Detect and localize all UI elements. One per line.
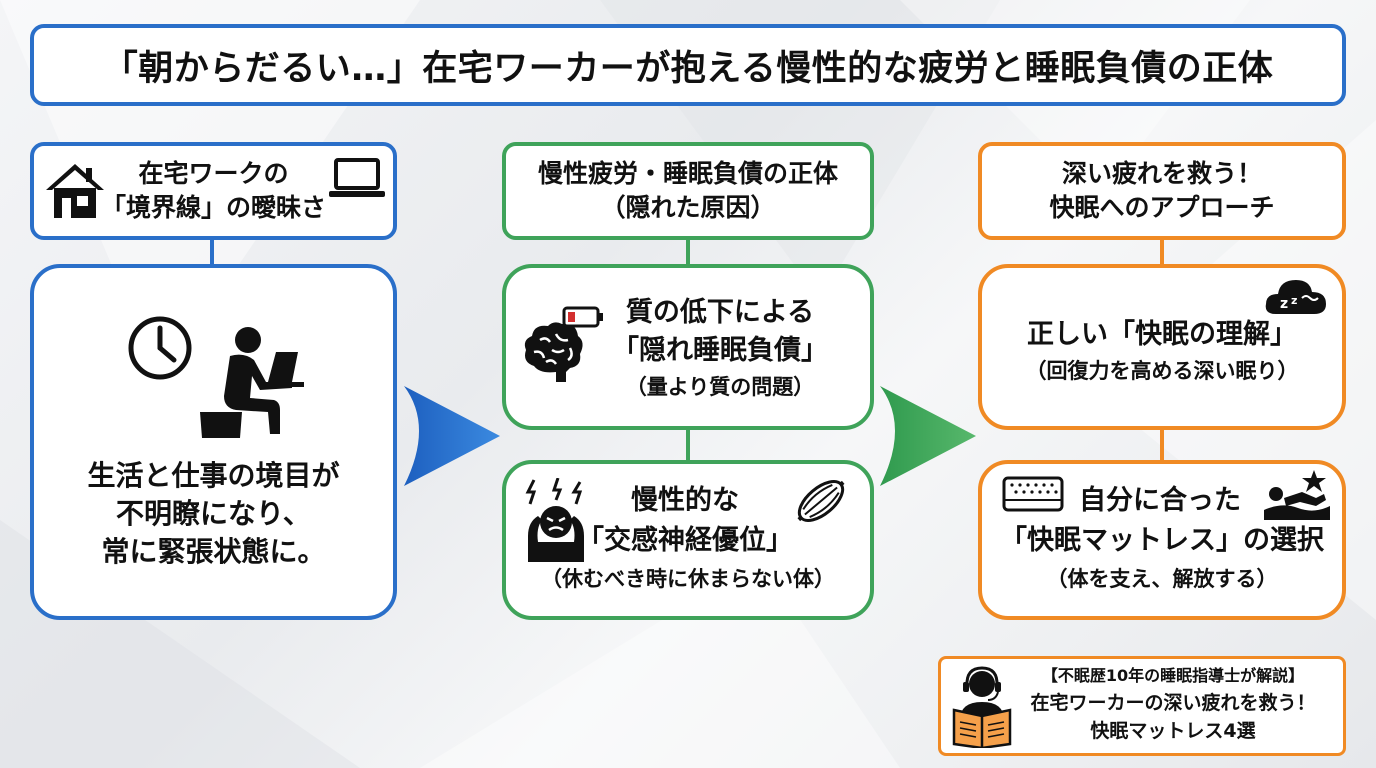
footer-box [938,656,1346,756]
col1-card-line3: 常に緊張状態に。 [101,535,326,568]
col3-card1-line1: 正しい「快眠の理解」 [1027,319,1297,350]
page-title: 「朝からだるい…」在宅ワーカーが抱える慢性的な疲労と睡眠負債の正体 [102,48,1274,89]
title-banner: 「朝からだるい…」在宅ワーカーが抱える慢性的な疲労と睡眠負債の正体 [30,24,1346,106]
col1-header-line1: 在宅ワークの [138,159,289,188]
col3-header-line2: 快眠へのアプローチ [1049,193,1275,222]
svg-text:z: z [1291,294,1297,307]
brain-icon [520,318,586,384]
col1-card-line2: 不明瞭になり、 [116,497,311,530]
svg-text:z: z [1280,296,1288,312]
connector-col1 [210,238,214,268]
sleep-cloud-icon: z z [1264,276,1328,316]
col3-card1-line2: （回復力を高める深い眠り） [1025,359,1299,383]
person-at-laptop-icon [196,326,304,438]
col3-card2-line2: 「快眠マットレス」の選択 [1000,525,1324,556]
footer-line3: 快眠マットレス4選 [1090,720,1256,742]
col2-header-line2: （隠れた原因） [600,193,776,222]
col2-card1-line1: 質の低下による [625,297,815,328]
arrow-right-blue [404,386,500,486]
tense-muscle-icon [792,472,850,530]
reading-advisor-icon [950,664,1014,748]
col3-card2-line3: （体を支え、解放する） [1046,567,1278,591]
col2-card2-line3: （休むべき時に休まらない体） [541,567,835,591]
connector-col3-mid [1160,428,1164,464]
col2-card1-line3: （量より質の問題） [625,375,815,399]
connector-col2-top [686,238,690,268]
footer-line2: 在宅ワーカーの深い疲れを救う！ [1030,692,1316,714]
col3-card2-line1: 自分に合った [1079,485,1241,516]
col2-card2-line2: 「交感神経優位」 [577,525,793,556]
col2-header: 慢性疲労・睡眠負債の正体 （隠れた原因） [502,142,874,240]
col1-header: 在宅ワークの 「境界線」の曖昧さ [30,142,397,240]
connector-col3-top [1160,238,1164,268]
mattress-icon [1002,476,1064,512]
col2-header-line1: 慢性疲労・睡眠負債の正体 [537,159,838,188]
col2-card2 [502,460,874,620]
footer-line1: 【不眠歴10年の睡眠指導士が解説】 [1041,666,1305,685]
laptop-icon [328,157,386,199]
house-icon [44,160,106,222]
col2-card1-line2: 「隠れ睡眠負債」 [612,335,828,366]
col3-header-line1: 深い疲れを救う！ [1061,159,1262,188]
resting-person-icon [1262,468,1332,522]
clock-icon [126,314,194,382]
col2-card2-line1: 慢性的な [631,485,739,516]
low-battery-icon [562,306,604,328]
col1-header-line2: 「境界線」の曖昧さ [100,193,326,222]
col3-header: 深い疲れを救う！ 快眠へのアプローチ [978,142,1346,240]
col1-card-line1: 生活と仕事の境目が [87,459,340,492]
arrow-right-green [880,386,976,486]
stressed-person-icon [520,478,596,562]
connector-col2-mid [686,428,690,464]
col1-card [30,264,397,620]
